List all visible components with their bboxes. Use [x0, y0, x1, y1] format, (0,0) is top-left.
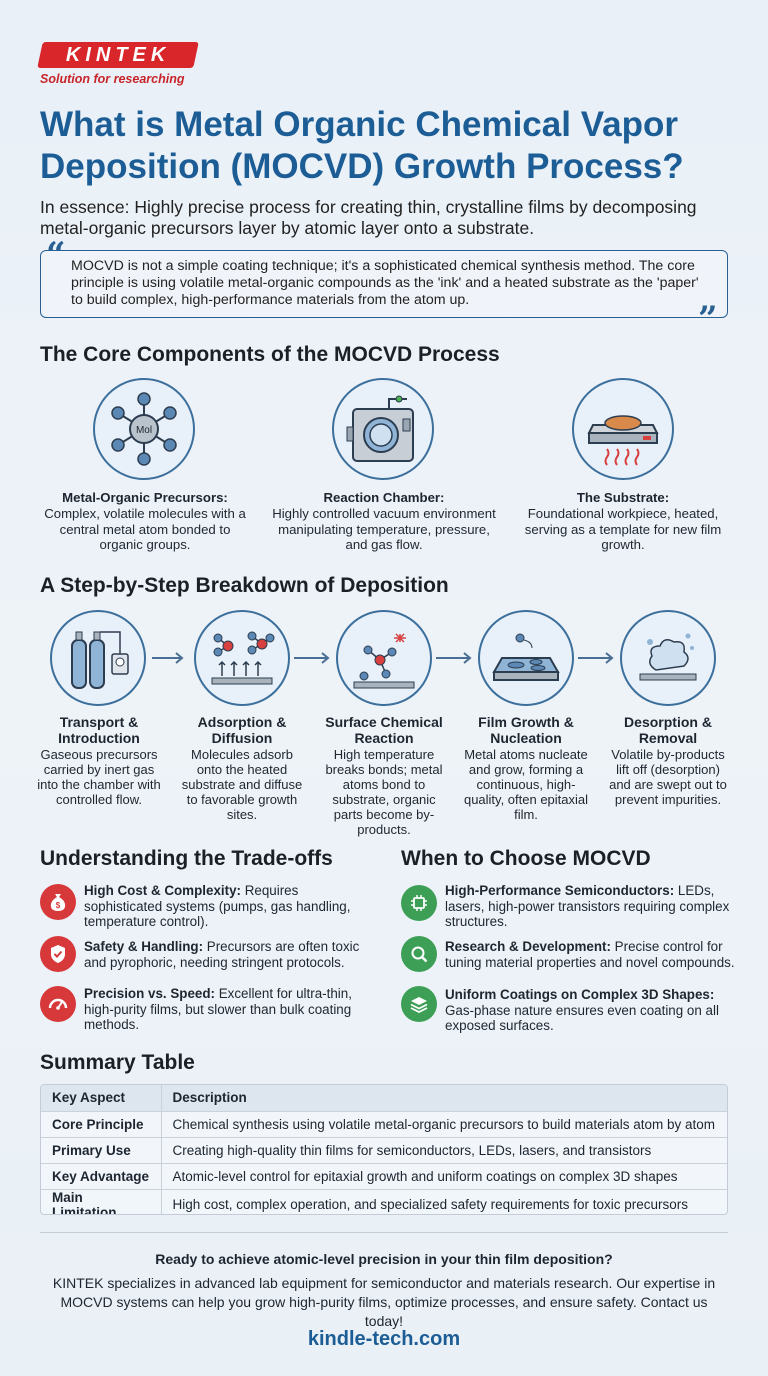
choose-heading: When to Choose MOCVD	[401, 847, 651, 870]
step-1-desc: Gaseous precursors carried by inert gas …	[37, 747, 161, 807]
table-cell-aspect: Key Advantage	[41, 1163, 162, 1190]
molecule-icon-label: Mol	[136, 425, 152, 436]
table-cell-aspect: Main Limitation	[41, 1189, 162, 1214]
arrow-icon	[152, 652, 184, 664]
tradeoff-3-label: Precision vs. Speed:	[84, 986, 215, 1001]
heated-substrate-icon	[572, 378, 674, 480]
cta-body: KINTEK specializes in advanced lab equip…	[52, 1275, 716, 1329]
table-row: Main Limitation High cost, complex opera…	[41, 1189, 727, 1214]
summary-table: Key Aspect Description Core Principle Ch…	[40, 1084, 728, 1215]
step-2-title: Adsorption & Diffusion	[197, 714, 287, 746]
desorption-icon	[620, 610, 716, 706]
choose-2-text: Precise control for tuning material prop…	[445, 939, 735, 970]
tradeoff-3: Precision vs. Speed: Excellent for ultra…	[84, 986, 366, 1033]
tradeoff-1-label: High Cost & Complexity:	[84, 883, 241, 898]
table-cell-description: Atomic-level control for epitaxial growt…	[161, 1163, 727, 1190]
speedometer-icon	[40, 986, 76, 1022]
choose-3-text: Gas-phase nature ensures even coating on…	[445, 1002, 719, 1034]
arrow-icon	[578, 652, 614, 664]
step-3-desc: High temperature breaks bonds; metal ato…	[325, 747, 443, 837]
table-row: Key Advantage Atomic-level control for e…	[41, 1163, 727, 1190]
summary-heading: Summary Table	[40, 1051, 195, 1074]
choose-3: Uniform Coatings on Complex 3D Shapes: G…	[445, 987, 737, 1034]
column-header: Key Aspect	[41, 1085, 162, 1112]
tradeoff-3-text: Excellent for ultra-thin, high-purity fi…	[84, 986, 352, 1033]
open-quote-icon: “	[46, 235, 66, 275]
arrow-icon	[294, 652, 330, 664]
tradeoff-1: High Cost & Complexity: Requires sophist…	[84, 883, 366, 930]
table-cell-description: Chemical synthesis using volatile metal-…	[161, 1111, 727, 1138]
choose-3-label: Uniform Coatings on Complex 3D Shapes:	[445, 987, 715, 1002]
surface-reaction-icon	[336, 610, 432, 706]
steps-heading: A Step-by-Step Breakdown of Deposition	[40, 574, 449, 597]
precursors-desc: Complex, volatile molecules with a centr…	[44, 506, 246, 552]
chamber-desc: Highly controlled vacuum environment man…	[272, 506, 496, 552]
column-header: Description	[161, 1085, 727, 1112]
step-5-title: Desorption & Removal	[624, 714, 712, 746]
layers-icon	[401, 986, 437, 1022]
choose-2-label: Research & Development:	[445, 939, 611, 954]
quote-box	[40, 250, 728, 318]
tradeoff-2-label: Safety & Handling:	[84, 939, 204, 954]
tradeoff-2: Safety & Handling: Precursors are often …	[84, 939, 366, 970]
step-4-title: Film Growth & Nucleation	[478, 714, 574, 746]
tradeoffs-heading: Understanding the Trade-offs	[40, 847, 333, 870]
close-quote-icon: ”	[698, 299, 718, 339]
table-cell-aspect: Primary Use	[41, 1137, 162, 1164]
core-components-heading: The Core Components of the MOCVD Process	[40, 343, 500, 366]
choose-2: Research & Development: Precise control …	[445, 939, 745, 970]
table-row: Primary Use Creating high-quality thin f…	[41, 1137, 727, 1164]
step-3-title: Surface Chemical Reaction	[325, 714, 443, 746]
gas-cylinder-icon	[50, 610, 146, 706]
step-1-title: Transport & Introduction	[58, 714, 140, 746]
chip-icon	[401, 885, 437, 921]
step-2-desc: Molecules adsorb onto the heated substra…	[181, 747, 303, 822]
adsorption-icon	[194, 610, 290, 706]
quote-text: MOCVD is not a simple coating technique;…	[71, 258, 699, 308]
table-header-row: Key Aspect Description	[41, 1085, 727, 1112]
substrate-desc: Foundational workpiece, heated, serving …	[524, 506, 722, 552]
step-5-desc: Volatile by-products lift off (desorptio…	[609, 747, 727, 807]
shield-check-icon	[40, 936, 76, 972]
table-cell-description: High cost, complex operation, and specia…	[172, 1197, 689, 1212]
page-title: What is Metal Organic Chemical Vapor Dep…	[40, 105, 684, 186]
divider	[40, 1232, 728, 1233]
substrate-title: The Substrate:	[576, 490, 670, 505]
website-link[interactable]: kindle-tech.com	[307, 1328, 461, 1350]
tradeoff-2-text: Precursors are often toxic and pyrophori…	[84, 939, 360, 970]
choose-1-text: LEDs, lasers, high-power transistors req…	[445, 883, 730, 930]
magnifier-icon	[401, 936, 437, 972]
choose-1-label: High-Performance Semiconductors:	[445, 883, 675, 898]
logo-text: KINTEK	[65, 43, 171, 66]
chamber-title: Reaction Chamber:	[323, 490, 445, 505]
kintek-logo: KINTEK	[37, 42, 199, 68]
film-growth-icon	[478, 610, 574, 706]
choose-1: High-Performance Semiconductors: LEDs, l…	[445, 883, 737, 930]
svg-text:$: $	[56, 901, 61, 910]
reaction-chamber-icon	[332, 378, 434, 480]
molecule-icon: Mol	[93, 378, 195, 480]
table-cell-description: Creating high-quality thin films for sem…	[161, 1137, 727, 1164]
tradeoff-1-text: Requires sophisticated systems (pumps, g…	[84, 883, 351, 930]
table-row: Core Principle Chemical synthesis using …	[41, 1111, 727, 1138]
cta-heading: Ready to achieve atomic-level precision …	[155, 1251, 613, 1267]
money-bag-icon: $	[40, 884, 76, 920]
table-cell-aspect: Core Principle	[41, 1111, 162, 1138]
logo-tagline: Solution for researching	[40, 72, 185, 86]
precursors-title: Metal-Organic Precursors:	[62, 490, 228, 505]
arrow-icon	[436, 652, 472, 664]
step-4-desc: Metal atoms nucleate and grow, forming a…	[463, 747, 589, 822]
essence-summary: In essence: Highly precise process for c…	[40, 197, 697, 238]
